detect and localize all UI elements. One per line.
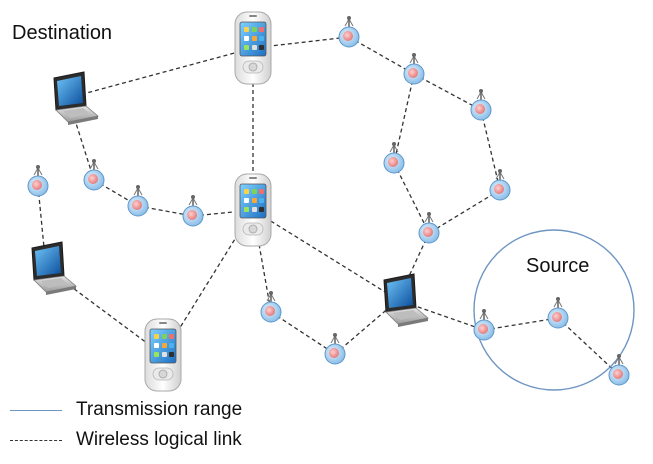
wireless-link-s13-laptop-center: [397, 232, 430, 301]
sensor-node-icon: [27, 165, 49, 197]
sensor-node-icon: [324, 333, 346, 365]
laptop-icon: [53, 71, 99, 125]
sensor-node-icon: [260, 291, 282, 323]
transmission-range-circle: [473, 229, 635, 391]
sensor-node-icon: [547, 297, 569, 329]
wireless-link-s11-s13: [393, 162, 430, 234]
legend-transmission-range-text: Transmission range: [76, 399, 243, 420]
legend-wireless-link: Wireless logical link: [10, 429, 242, 451]
sensor-node-icon: [83, 159, 105, 191]
laptop-icon: [31, 241, 77, 295]
sensor-node-icon: [470, 89, 492, 121]
legend-transmission-range: Transmission range: [10, 399, 242, 421]
sensor-node-icon: [418, 212, 440, 244]
network-nodes: [27, 11, 630, 392]
wireless-link-s10-s12: [480, 109, 501, 191]
legend-wireless-link-text: Wireless logical link: [76, 429, 242, 450]
source-label: Source: [526, 255, 590, 277]
wireless-link-s12-s13: [428, 189, 501, 234]
wireless-link-s6-s7: [270, 311, 336, 355]
phone-icon: [234, 11, 272, 85]
wireless-link-phone-center-laptop-center: [252, 209, 399, 301]
phone-icon: [234, 173, 272, 247]
phone-icon: [144, 318, 182, 392]
legend-dashed-line: [10, 439, 62, 441]
sensor-node-icon: [489, 169, 511, 201]
wireless-link-s9-s10: [413, 73, 482, 111]
legend-solid-line: [10, 409, 62, 411]
wireless-link-s14-s15: [483, 317, 559, 331]
wireless-link-laptop-destination-phone-top: [67, 47, 254, 99]
sensor-node-icon: [127, 185, 149, 217]
wireless-link-s9-s11: [393, 73, 415, 164]
wireless-link-s8-s9: [348, 36, 415, 75]
sensor-node-icon: [608, 354, 630, 386]
sensor-node-icon: [338, 16, 360, 48]
laptop-icon: [383, 273, 429, 327]
sensor-node-icon: [473, 309, 495, 341]
wireless-links: [37, 36, 620, 376]
destination-label: Destination: [12, 22, 113, 44]
sensor-node-icon: [383, 142, 405, 174]
sensor-node-icon: [403, 53, 425, 85]
sensor-node-icon: [182, 195, 204, 227]
